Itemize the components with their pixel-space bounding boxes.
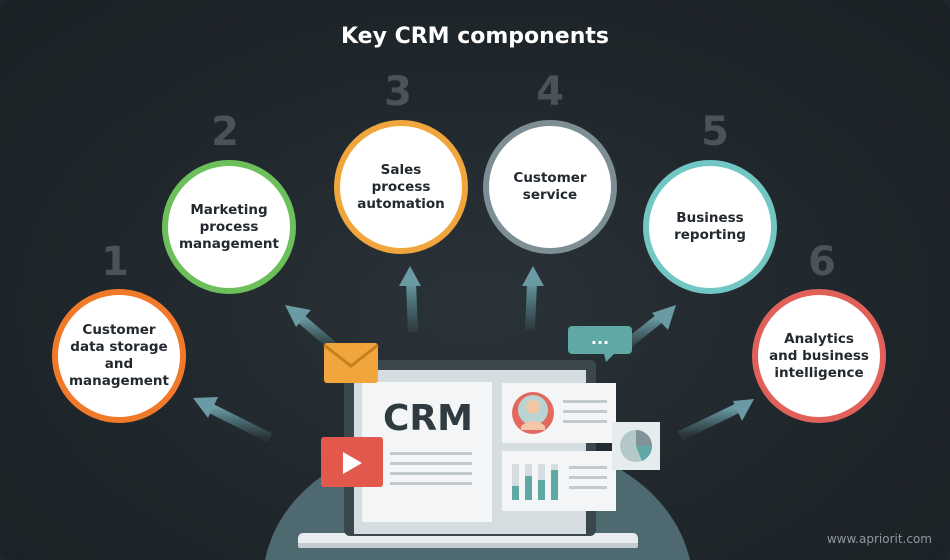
component-circle-5: Business reporting	[643, 160, 777, 294]
footer-url: www.apriorit.com	[827, 532, 932, 546]
arrow-4	[522, 266, 544, 330]
component-circle-3: Sales process automation	[334, 120, 468, 254]
email-icon	[324, 343, 378, 383]
video-play-icon	[321, 437, 383, 487]
number-1: 1	[85, 242, 145, 282]
component-label-5: Business reporting	[659, 210, 761, 244]
bar-chart-card	[502, 451, 616, 511]
component-circle-4: Customer service	[483, 120, 617, 254]
component-circle-2: Marketing process management	[162, 160, 296, 294]
component-circle-1: Customer data storage and management	[52, 289, 186, 423]
component-label-4: Customer service	[499, 170, 601, 204]
arrow-3	[399, 266, 421, 332]
number-6: 6	[792, 242, 852, 282]
component-label-2: Marketing process management	[178, 202, 280, 253]
component-label-3: Sales process automation	[350, 162, 452, 213]
component-circle-6: Analytics and business intelligence	[752, 289, 886, 423]
arrow-2	[285, 305, 335, 348]
pie-chart-icon	[620, 430, 652, 462]
component-label-1: Customer data storage and management	[68, 322, 170, 390]
arrow-6	[680, 399, 754, 436]
number-4: 4	[520, 72, 580, 112]
chat-bubble-dots: ...	[591, 329, 609, 348]
component-label-6: Analytics and business intelligence	[768, 331, 870, 382]
number-3: 3	[368, 72, 428, 112]
arrow-1	[193, 397, 270, 438]
crm-label: CRM	[383, 398, 473, 439]
number-2: 2	[195, 112, 255, 152]
page-title: Key CRM components	[0, 24, 950, 49]
number-5: 5	[685, 112, 745, 152]
